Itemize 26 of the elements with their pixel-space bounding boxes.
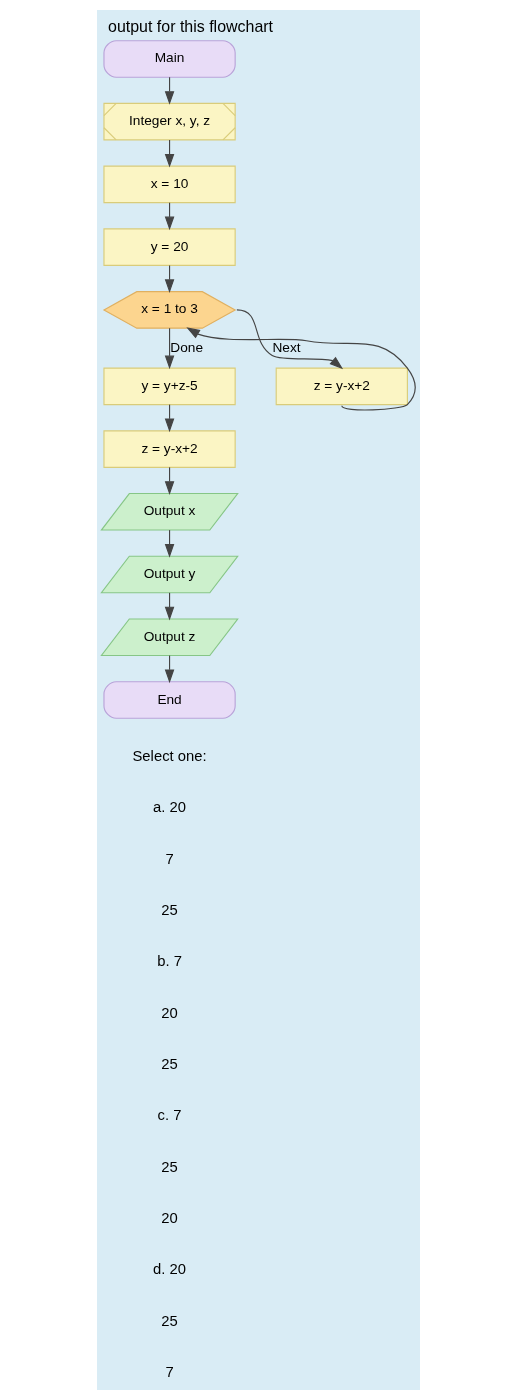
label: 25	[160, 1312, 178, 1329]
node-box: z = y-x+2	[102, 429, 236, 468]
label: 25	[160, 1158, 178, 1175]
node-box: y = 20	[102, 227, 236, 266]
diagram-title: output for this flowchart	[107, 17, 273, 35]
label: 7	[164, 850, 174, 867]
label: 25	[160, 901, 178, 918]
label: a. 20	[152, 798, 186, 815]
label: 25	[160, 1055, 178, 1072]
node-box: z = y-x+2	[275, 367, 408, 405]
label: 7	[164, 1363, 174, 1380]
label: 20	[160, 1209, 178, 1226]
arrow	[235, 308, 343, 369]
node-box: End	[102, 680, 236, 719]
label: b. 7	[156, 952, 182, 969]
arrow	[164, 327, 174, 369]
node-box: y = y+z-5	[102, 367, 236, 405]
node-box: Main	[102, 39, 236, 78]
label: 20	[160, 1004, 178, 1021]
label: d. 20	[152, 1260, 186, 1277]
edge-label: Done	[169, 339, 203, 355]
label: Select one:	[131, 747, 207, 764]
node-box: x = 10	[102, 165, 236, 203]
label: c. 7	[157, 1106, 181, 1123]
arrow	[185, 326, 416, 411]
edge-label: Next	[271, 339, 301, 355]
